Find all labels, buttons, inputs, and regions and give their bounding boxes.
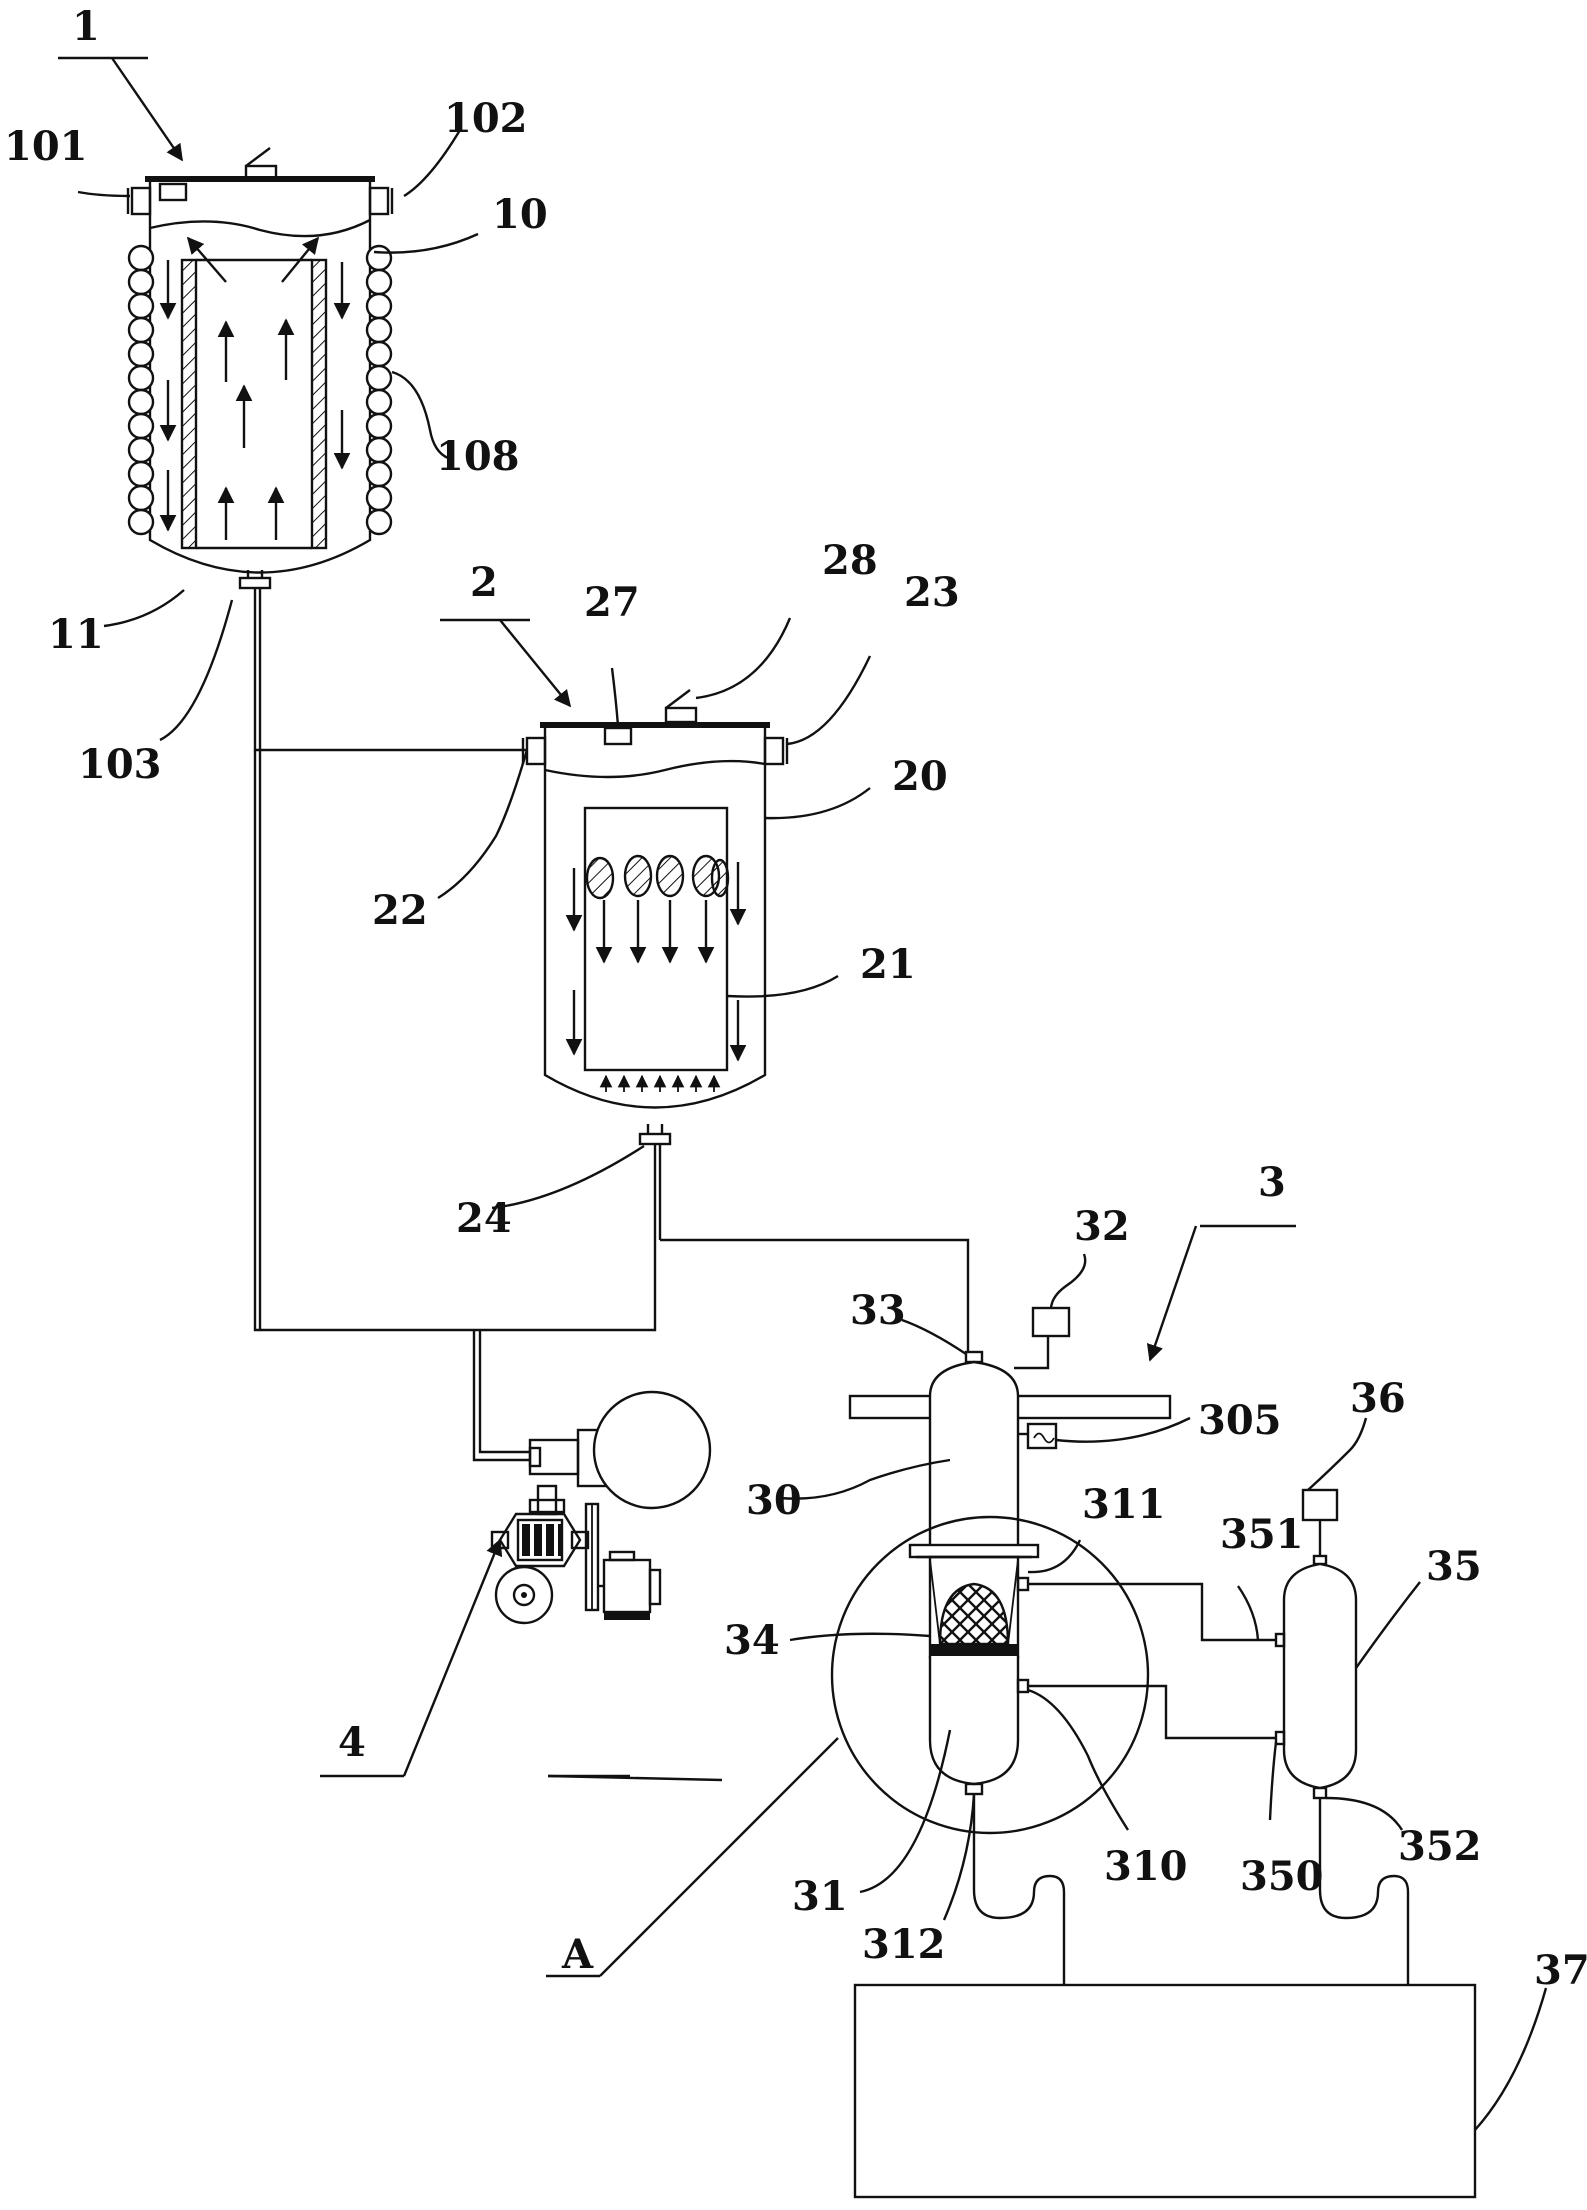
label-351: 351 xyxy=(1220,1511,1304,1558)
label-A: A xyxy=(561,1931,594,1978)
vessel-1 xyxy=(126,147,394,590)
label-312: 312 xyxy=(862,1921,946,1968)
label-310: 310 xyxy=(1104,1843,1188,1890)
label-11: 11 xyxy=(48,611,104,658)
label-24: 24 xyxy=(456,1195,512,1242)
label-311: 311 xyxy=(1082,1481,1166,1528)
connections xyxy=(972,1582,1410,1985)
label-34: 34 xyxy=(724,1617,780,1664)
leader-lines xyxy=(58,56,1548,2131)
label-32: 32 xyxy=(1074,1203,1130,1250)
label-36: 36 xyxy=(1350,1375,1406,1422)
label-350: 350 xyxy=(1240,1853,1324,1900)
separator-35 xyxy=(1274,1488,1358,1800)
labels: 1 101 102 10 108 11 103 2 27 28 23 20 22… xyxy=(4,3,1587,1994)
label-102: 102 xyxy=(444,95,528,142)
column-3 xyxy=(830,1306,1172,1835)
label-23: 23 xyxy=(904,569,960,616)
label-28: 28 xyxy=(822,537,878,584)
tank-37 xyxy=(853,1983,1477,2199)
label-2: 2 xyxy=(470,559,498,606)
label-10: 10 xyxy=(492,191,548,238)
label-4: 4 xyxy=(338,1719,366,1766)
label-37: 37 xyxy=(1534,1947,1587,1994)
label-33: 33 xyxy=(850,1287,906,1334)
label-30: 30 xyxy=(746,1477,802,1524)
pump-unit-4 xyxy=(490,1390,712,1625)
label-22: 22 xyxy=(372,887,428,934)
label-21: 21 xyxy=(860,941,916,988)
label-103: 103 xyxy=(78,741,162,788)
label-27: 27 xyxy=(584,579,640,626)
vessel-2 xyxy=(521,689,789,1146)
label-1: 1 xyxy=(72,3,100,50)
label-352: 352 xyxy=(1398,1823,1482,1870)
label-101: 101 xyxy=(4,123,88,170)
label-35: 35 xyxy=(1426,1543,1482,1590)
label-31: 31 xyxy=(792,1873,848,1920)
label-3: 3 xyxy=(1258,1159,1286,1206)
label-305: 305 xyxy=(1198,1397,1282,1444)
label-108: 108 xyxy=(436,433,520,480)
piping xyxy=(253,588,970,1462)
label-20: 20 xyxy=(892,753,948,800)
